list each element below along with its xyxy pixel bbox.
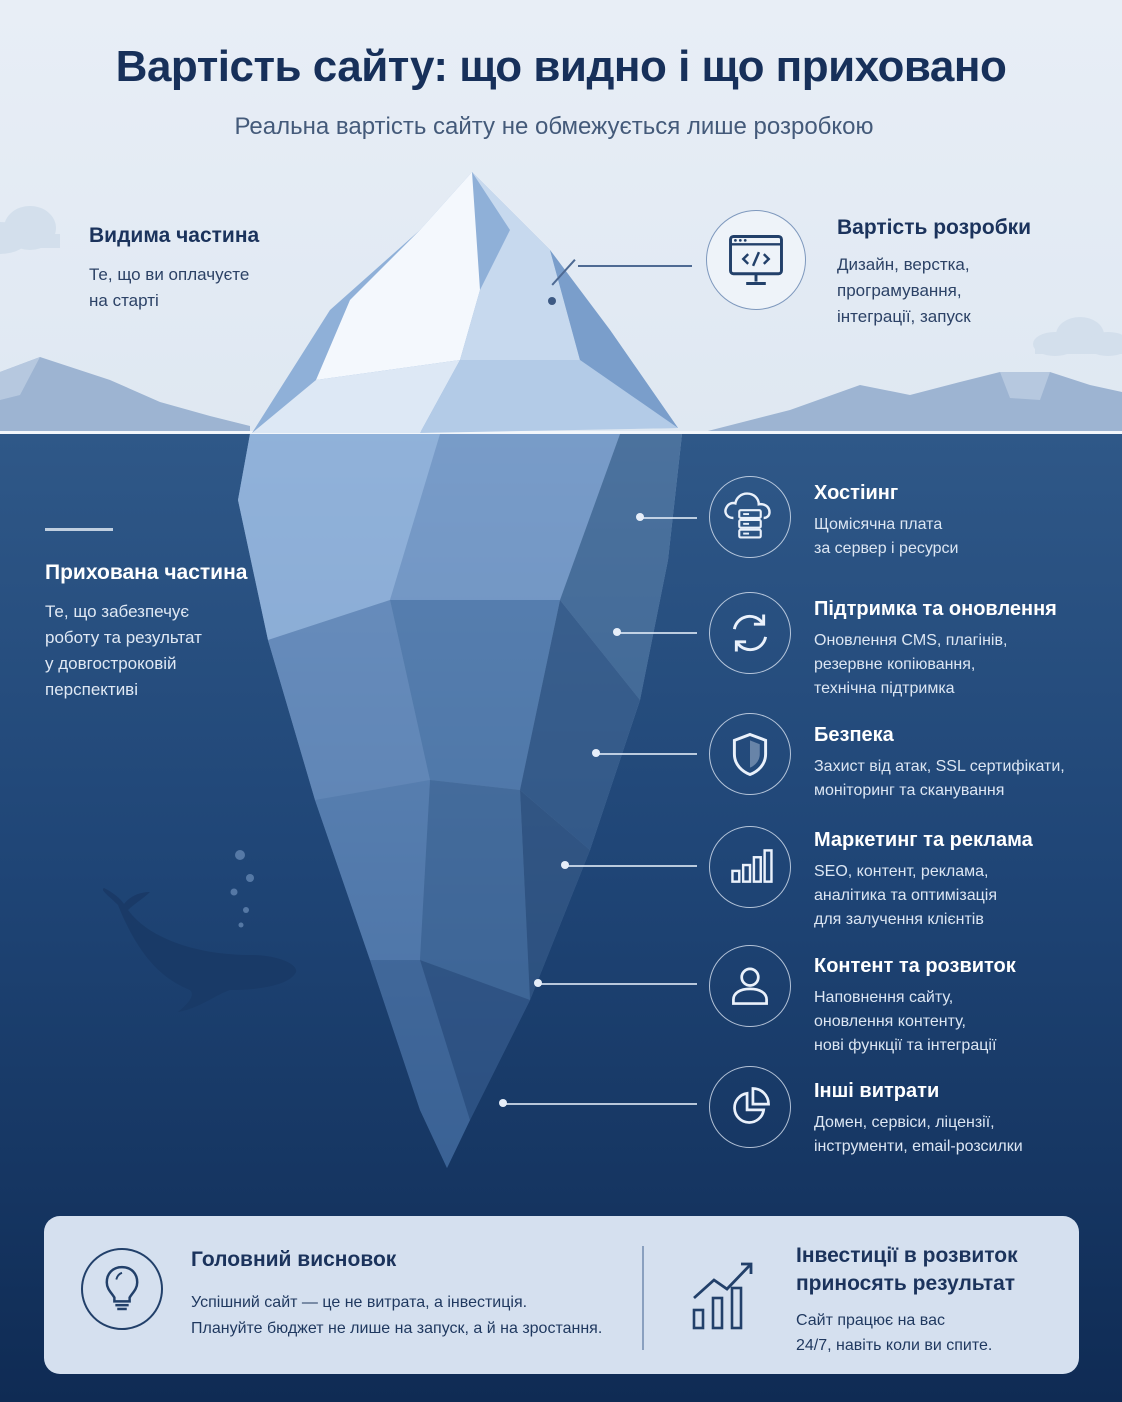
summary-panel: Головний висновок Успішний сайт — це не … — [44, 1216, 1079, 1374]
hosting-text: Щомісячна плата за сервер і ресурси — [814, 516, 959, 557]
iceberg-tip — [252, 172, 678, 433]
visible-part-block: Видима частина Те, що ви оплачуєте на ст… — [89, 224, 349, 314]
investment-block: Інвестиції в розвиток приносять результа… — [796, 1242, 1066, 1358]
other-item: Інші витрати Домен, сервіси, ліцензії, і… — [814, 1080, 1114, 1159]
hosting-icon-circle — [709, 476, 791, 558]
panel-divider — [642, 1246, 644, 1350]
mountains-left — [0, 357, 250, 433]
security-item: Безпека Захист від атак, SSL сертифікати… — [814, 724, 1114, 803]
content-connector-dot — [534, 979, 542, 987]
conclusion-heading: Головний висновок — [191, 1248, 397, 1271]
other-heading: Інші витрати — [814, 1080, 940, 1102]
bar-chart-icon — [731, 849, 773, 883]
hidden-part-divider — [45, 528, 113, 531]
security-text: Захист від атак, SSL сертифікати, моніто… — [814, 758, 1065, 799]
shield-icon — [732, 732, 768, 777]
bubbles — [230, 850, 254, 928]
visible-part-heading: Видима частина — [89, 224, 260, 247]
page-title: Вартість сайту: що видно і що приховано — [115, 42, 1007, 91]
development-text: Дизайн, верстка, програмування, інтеграц… — [837, 255, 971, 326]
lightbulb-icon-circle — [81, 1248, 163, 1330]
development-heading: Вартість розробки — [837, 216, 1032, 239]
content-heading: Контент та розвиток — [814, 955, 1016, 977]
growth-chart-icon-wrap — [689, 1258, 761, 1332]
security-icon-circle — [709, 713, 791, 795]
marketing-text: SEO, контент, реклама, аналітика та опти… — [814, 863, 997, 928]
hosting-item: Хостіинг Щомісячна плата за сервер і рес… — [814, 482, 1114, 561]
development-connector-dot — [548, 297, 556, 305]
hidden-part-text: Те, що забезпечує роботу та результат у … — [45, 602, 202, 699]
support-text: Оновлення CMS, плагінів, резервне копіюв… — [814, 632, 1008, 697]
cloud-left — [0, 206, 60, 254]
development-block: Вартість розробки Дизайн, верстка, прогр… — [837, 216, 1097, 330]
marketing-icon-circle — [709, 826, 791, 908]
marketing-item: Маркетинг та реклама SEO, контент, рекла… — [814, 829, 1114, 932]
user-icon — [732, 967, 768, 1005]
content-icon-circle — [709, 945, 791, 1027]
investment-heading: Інвестиції в розвиток приносять результа… — [796, 1244, 1018, 1295]
visible-part-text: Те, що ви оплачуєте на старті — [89, 265, 250, 310]
conclusion-block: Головний висновок Успішний сайт — це не … — [191, 1248, 651, 1342]
other-connector-dot — [499, 1099, 507, 1107]
refresh-icon — [732, 614, 768, 652]
support-item: Підтримка та оновлення Оновлення CMS, пл… — [814, 598, 1114, 701]
growth-chart-icon — [692, 1262, 753, 1330]
waterline — [0, 431, 1122, 434]
hosting-heading: Хостіинг — [814, 482, 899, 504]
whale-silhouette — [102, 888, 297, 1012]
investment-text: Сайт працює на вас 24/7, навіть коли ви … — [796, 1312, 993, 1354]
support-icon-circle — [709, 592, 791, 674]
development-connector-line — [578, 265, 692, 267]
marketing-connector-dot — [561, 861, 569, 869]
security-heading: Безпека — [814, 724, 894, 746]
content-connector-line — [538, 983, 697, 985]
other-connector-line — [503, 1103, 697, 1105]
hosting-connector-dot — [636, 513, 644, 521]
security-connector-dot — [592, 749, 600, 757]
pie-chart-icon — [733, 1087, 770, 1124]
iceberg-underwater — [238, 434, 682, 1168]
content-item: Контент та розвиток Наповнення сайту, он… — [814, 955, 1114, 1058]
content-text: Наповнення сайту, оновлення контенту, но… — [814, 989, 997, 1054]
support-connector-line — [617, 632, 697, 634]
page-subtitle: Реальна вартість сайту не обмежується ли… — [234, 113, 874, 140]
support-connector-dot — [613, 628, 621, 636]
other-text: Домен, сервіси, ліцензії, інструменти, e… — [814, 1114, 1023, 1155]
security-connector-line — [596, 753, 697, 755]
cloud-server-icon — [724, 492, 771, 539]
marketing-connector-line — [565, 865, 697, 867]
lightbulb-icon — [105, 1265, 139, 1311]
support-heading: Підтримка та оновлення — [814, 598, 1057, 620]
hosting-connector-line — [640, 517, 697, 519]
development-icon-circle — [706, 210, 806, 310]
conclusion-text: Успішний сайт — це не витрата, а інвести… — [191, 1294, 603, 1337]
hidden-part-heading: Прихована частина — [45, 561, 248, 584]
cloud-right — [1033, 317, 1122, 356]
marketing-heading: Маркетинг та реклама — [814, 829, 1033, 851]
hidden-part-block: Прихована частина Те, що забезпечує робо… — [45, 561, 305, 703]
code-monitor-icon — [729, 235, 783, 285]
other-icon-circle — [709, 1066, 791, 1148]
